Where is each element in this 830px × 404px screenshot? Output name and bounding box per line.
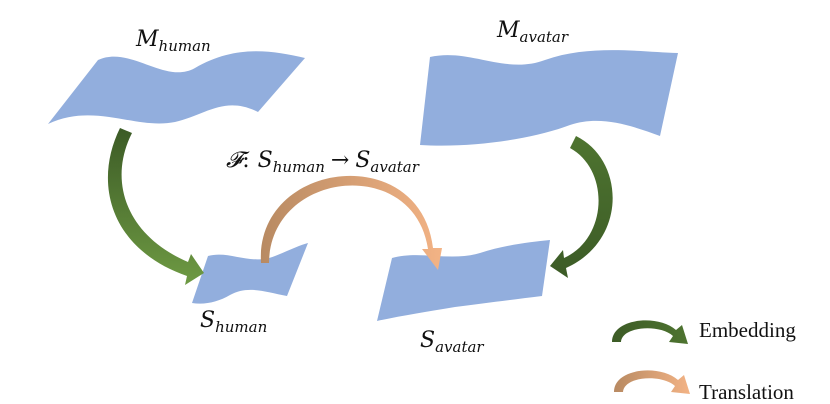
legend-translation-arrow-icon bbox=[614, 370, 690, 394]
m-human-sheet bbox=[48, 51, 305, 124]
label-s-avatar: Savatar bbox=[420, 328, 484, 356]
s-avatar-sheet bbox=[377, 240, 550, 321]
legend-embedding-label: Embedding bbox=[699, 318, 796, 342]
legend-translation-label: Translation bbox=[699, 380, 794, 404]
m-avatar-sheet bbox=[420, 50, 678, 146]
label-s-human: Shuman bbox=[200, 308, 267, 336]
legend-translation: Translation bbox=[614, 370, 794, 404]
label-mapping: 𝓕:Shuman→Savatar bbox=[226, 148, 420, 176]
embedding-arrow-left bbox=[107, 128, 204, 285]
legend-embedding-arrow-icon bbox=[612, 320, 688, 344]
embedding-arrow-right bbox=[550, 136, 613, 278]
legend-embedding: Embedding bbox=[612, 318, 796, 344]
s-human-sheet bbox=[192, 243, 308, 304]
label-m-human: Mhuman bbox=[135, 27, 211, 55]
label-m-avatar: Mavatar bbox=[496, 18, 569, 46]
